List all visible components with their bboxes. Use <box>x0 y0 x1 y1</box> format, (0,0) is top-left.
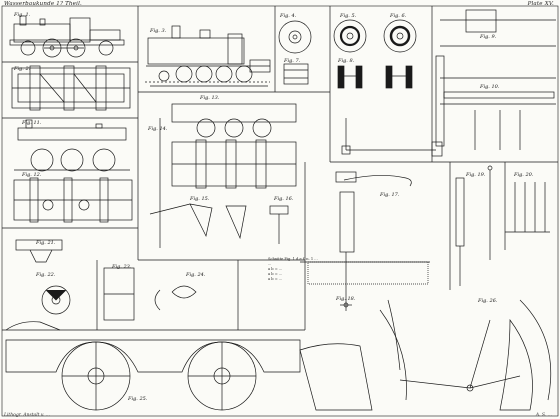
figure-label: Fig. 20. <box>514 172 534 178</box>
dimension-table: Schnitte Fig. 1 d.e.f. n. 1 ... ... a b … <box>268 257 330 282</box>
plate-footer-left: Lithogr. Anstalt v. ... <box>4 413 51 418</box>
figure-label: Fig. 4. <box>280 13 297 19</box>
figure-label: Fig. 11. <box>22 120 42 126</box>
dimension-table-title: Schnitte Fig. 1 d.e.f. n. 1 ... <box>268 257 318 261</box>
figure-label: Fig. 14. <box>148 126 168 132</box>
dimension-table-row: a b = ... <box>268 267 283 271</box>
figure-label: Fig. 15. <box>190 196 210 202</box>
figure-label: Fig. 3. <box>150 28 167 34</box>
figure-label: Fig. 10. <box>480 84 500 90</box>
dimension-table-row: ... <box>268 262 272 266</box>
figure-label: Fig. 18. <box>336 296 356 302</box>
figure-label: Fig. 23. <box>112 264 132 270</box>
plate-header-right: Plate XV. <box>527 1 554 7</box>
figure-label: Fig. 12. <box>22 172 42 178</box>
figure-label: Fig. 6. <box>390 13 407 19</box>
figure-label: Fig. 5. <box>340 13 357 19</box>
figure-label: Fig. 9. <box>480 34 497 40</box>
figure-label: Fig. 19. <box>466 172 486 178</box>
figure-label: Fig. 24. <box>186 272 206 278</box>
figure-label: Fig. 16. <box>274 196 294 202</box>
figure-label: Fig. 7. <box>284 58 301 64</box>
figure-label: Fig. 8. <box>338 58 355 64</box>
figure-label: Fig. 2. <box>14 66 31 72</box>
plate-footer-right: A. S. ... <box>535 413 552 418</box>
figure-label: Fig. 26. <box>478 298 498 304</box>
figure-label: Fig. 13. <box>200 95 220 101</box>
figure-label: Fig. 21. <box>36 240 56 246</box>
figure-label: Fig. 25. <box>128 396 148 402</box>
figure-label: Fig. 17. <box>380 192 400 198</box>
figure-label: Fig. 1. <box>14 12 31 18</box>
plate-header-left: Wasserbaukunde 1? Theil. <box>4 1 82 7</box>
dimension-table-row: a b = ... <box>268 272 283 276</box>
figure-label: Fig. 22. <box>36 272 56 278</box>
dimension-table-row: a b = ... <box>268 277 283 281</box>
